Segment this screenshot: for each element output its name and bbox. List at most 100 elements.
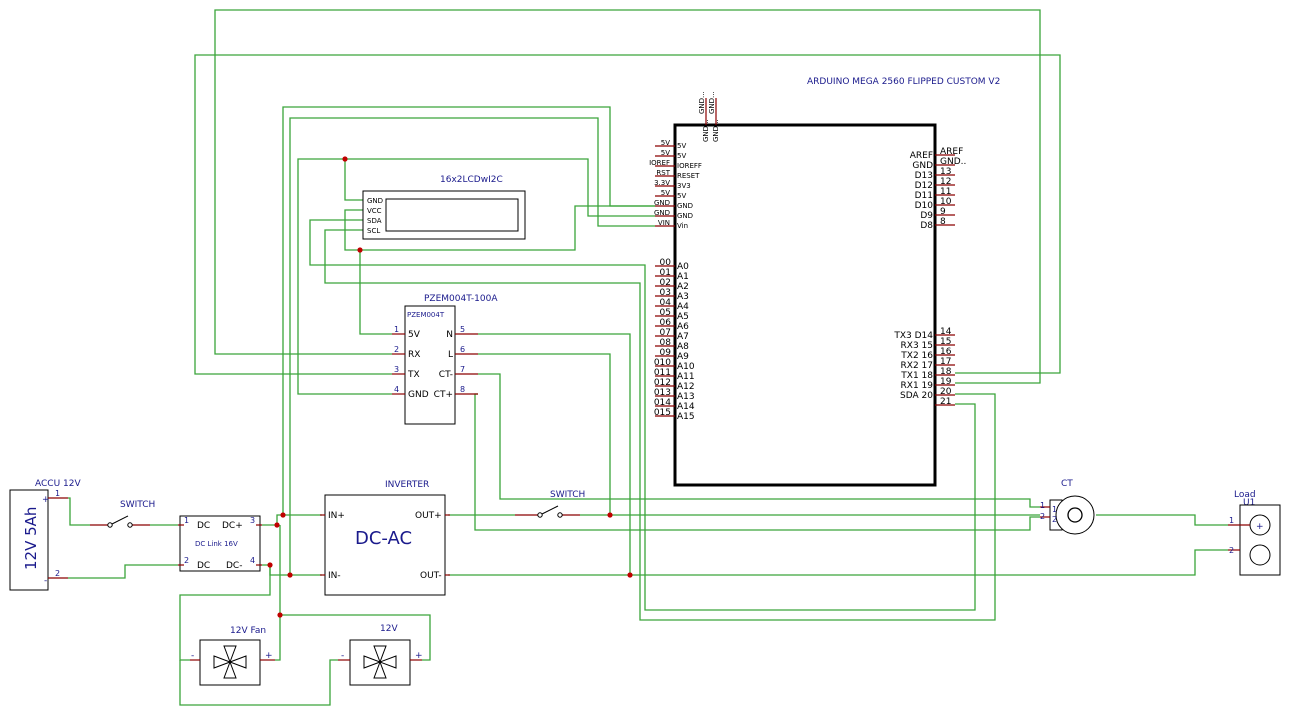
fan2-minus: - — [341, 651, 344, 661]
arduino-pin-name: A8 — [677, 342, 689, 352]
arduino-pin-outer-label: 19 — [940, 377, 952, 387]
fan2-plus: + — [415, 651, 423, 661]
arduino-pin-name: TX1 18 — [900, 371, 933, 381]
ct-pin1: 1 — [1040, 501, 1045, 510]
pzem-pin-num: 7 — [460, 365, 465, 374]
wire-gnd-upper — [289, 117, 655, 575]
wire-fan1-pos — [275, 525, 281, 661]
arduino-pin-name: D9 — [920, 211, 933, 221]
load-plus: + — [1256, 522, 1264, 532]
wire-lcd-scl — [324, 229, 996, 621]
ct-component[interactable]: CT 1 2 1 2 — [1040, 479, 1095, 535]
arduino-pin-outer-label: 05 — [660, 308, 671, 318]
arduino-pin-outer-label: AREF — [940, 147, 963, 157]
arduino-pin-name: TX3 D14 — [893, 331, 933, 341]
dclink-pin-name: DC+ — [222, 521, 243, 531]
wire-5v-upper — [282, 106, 655, 515]
arduino-pin-outer-label: 5V — [661, 189, 670, 197]
junction-dot — [274, 522, 280, 528]
arduino-pin-outer-label: 010 — [654, 358, 671, 368]
arduino-pin-name: A10 — [677, 362, 695, 372]
arduino-pin-outer-label: 15 — [940, 337, 951, 347]
fan1-component[interactable]: 12V Fan - + — [190, 626, 275, 686]
fan1-plus: + — [265, 651, 273, 661]
wire-gnd-bus — [297, 158, 655, 395]
dclink-component[interactable]: DC Link 16V 1 DC 2 DC 3 DC+ 4 DC- — [178, 515, 262, 572]
pzem-pin-name: TX — [407, 370, 420, 380]
arduino-pin-name: GND — [677, 212, 693, 220]
dclink-body — [179, 515, 261, 572]
arduino-pin-outer-label: 01 — [660, 268, 671, 278]
fan2-component[interactable]: 12V - + — [338, 624, 423, 686]
dclink-pin-name: DC — [197, 521, 210, 531]
arduino-pin-outer-label: 3.3V — [654, 179, 670, 187]
lcd-component[interactable]: 16x2LCDwI2C GND VCC SDA SCL — [362, 175, 526, 240]
wire-lcd-sda — [309, 219, 976, 611]
switch1-title: SWITCH — [120, 500, 155, 510]
inverter-body — [324, 494, 446, 596]
wire-fan2-pos-bus — [280, 614, 431, 661]
arduino-pin-name: D13 — [915, 171, 933, 181]
inverter-in-plus: IN+ — [328, 511, 345, 521]
battery-pin1: 1 — [55, 489, 60, 498]
fan1-title: 12V Fan — [230, 626, 266, 636]
arduino-pin-name: 5V — [677, 192, 686, 200]
pzem-pin-num: 1 — [394, 325, 399, 334]
load-component[interactable]: Load U1 + 1 2 — [1228, 490, 1281, 576]
arduino-pin-outer-label: 13 — [940, 167, 951, 177]
pzem-pin-name: CT+ — [434, 390, 453, 400]
load-pin2: 2 — [1229, 546, 1234, 555]
switch2-component[interactable]: SWITCH — [515, 490, 585, 518]
battery-rating: 12V 5Ah — [22, 507, 40, 570]
arduino-pin-outer-label: 013 — [654, 388, 671, 398]
arduino-pin-outer-label: 02 — [660, 278, 671, 288]
junction-dot — [267, 562, 273, 568]
arduino-pin-outer-label: 04 — [660, 298, 672, 308]
wires — [68, 9, 1228, 706]
arduino-pin-name: 3V3 — [677, 182, 691, 190]
pzem-pin-name: CT- — [439, 370, 453, 380]
arduino-pin-outer-label: VIN — [658, 219, 670, 227]
arduino-pin-name: GND — [912, 161, 933, 171]
arduino-pin-outer-label: 09 — [660, 348, 672, 358]
pzem-component[interactable]: PZEM004T-100A PZEM004T 15V2RX3TX4GND5N6L… — [392, 294, 498, 425]
arduino-title: ARDUINO MEGA 2560 FLIPPED CUSTOM V2 — [807, 77, 1000, 87]
arduino-pin-name: GND — [677, 202, 693, 210]
arduino-pin-outer-label: 06 — [660, 318, 672, 328]
wire-rx-loop — [214, 9, 1041, 384]
junction-dot — [357, 247, 363, 253]
pzem-pin-name: L — [448, 350, 453, 360]
wire-ct-load — [1096, 514, 1228, 526]
arduino-pin-outer-label: 00 — [660, 258, 672, 268]
switch1-component[interactable]: SWITCH — [90, 500, 155, 528]
battery-component[interactable]: ACCU 12V 12V 5Ah + - 1 2 — [9, 479, 81, 591]
arduino-pin-outer-label: RST — [656, 169, 670, 177]
arduino-component[interactable]: ARDUINO MEGA 2560 FLIPPED CUSTOM V2 GND.… — [649, 77, 1000, 487]
arduino-pin-outer-label: 012 — [654, 378, 671, 388]
pin-label: GND... — [698, 91, 706, 114]
arduino-pin-name: RX1 19 — [901, 381, 934, 391]
ct-pin2-inner: 2 — [1052, 515, 1057, 524]
lcd-pin-gnd: GND — [367, 197, 383, 205]
ct-title: CT — [1061, 479, 1073, 489]
wire-batt-minus — [68, 564, 178, 579]
arduino-pin-outer-label: 20 — [940, 387, 952, 397]
pzem-inner-label: PZEM004T — [407, 311, 445, 319]
arduino-pin-outer-label: IOREF — [649, 159, 670, 167]
arduino-pin-outer-label: 18 — [940, 367, 952, 377]
dclink-pin-num: 3 — [250, 516, 255, 525]
inverter-component[interactable]: INVERTER DC-AC IN+ IN- OUT+ OUT- — [320, 480, 450, 596]
arduino-body — [673, 123, 937, 487]
arduino-pin-outer-label: 14 — [940, 327, 952, 337]
junction-dot — [342, 156, 348, 162]
junction-dot — [280, 512, 286, 518]
inverter-out-plus: OUT+ — [415, 511, 442, 521]
arduino-pin-outer-label: 014 — [654, 398, 671, 408]
dclink-pin-name: DC — [197, 561, 210, 571]
arduino-pin-outer-label: 08 — [660, 338, 672, 348]
arduino-pin-name: 5V — [677, 142, 686, 150]
